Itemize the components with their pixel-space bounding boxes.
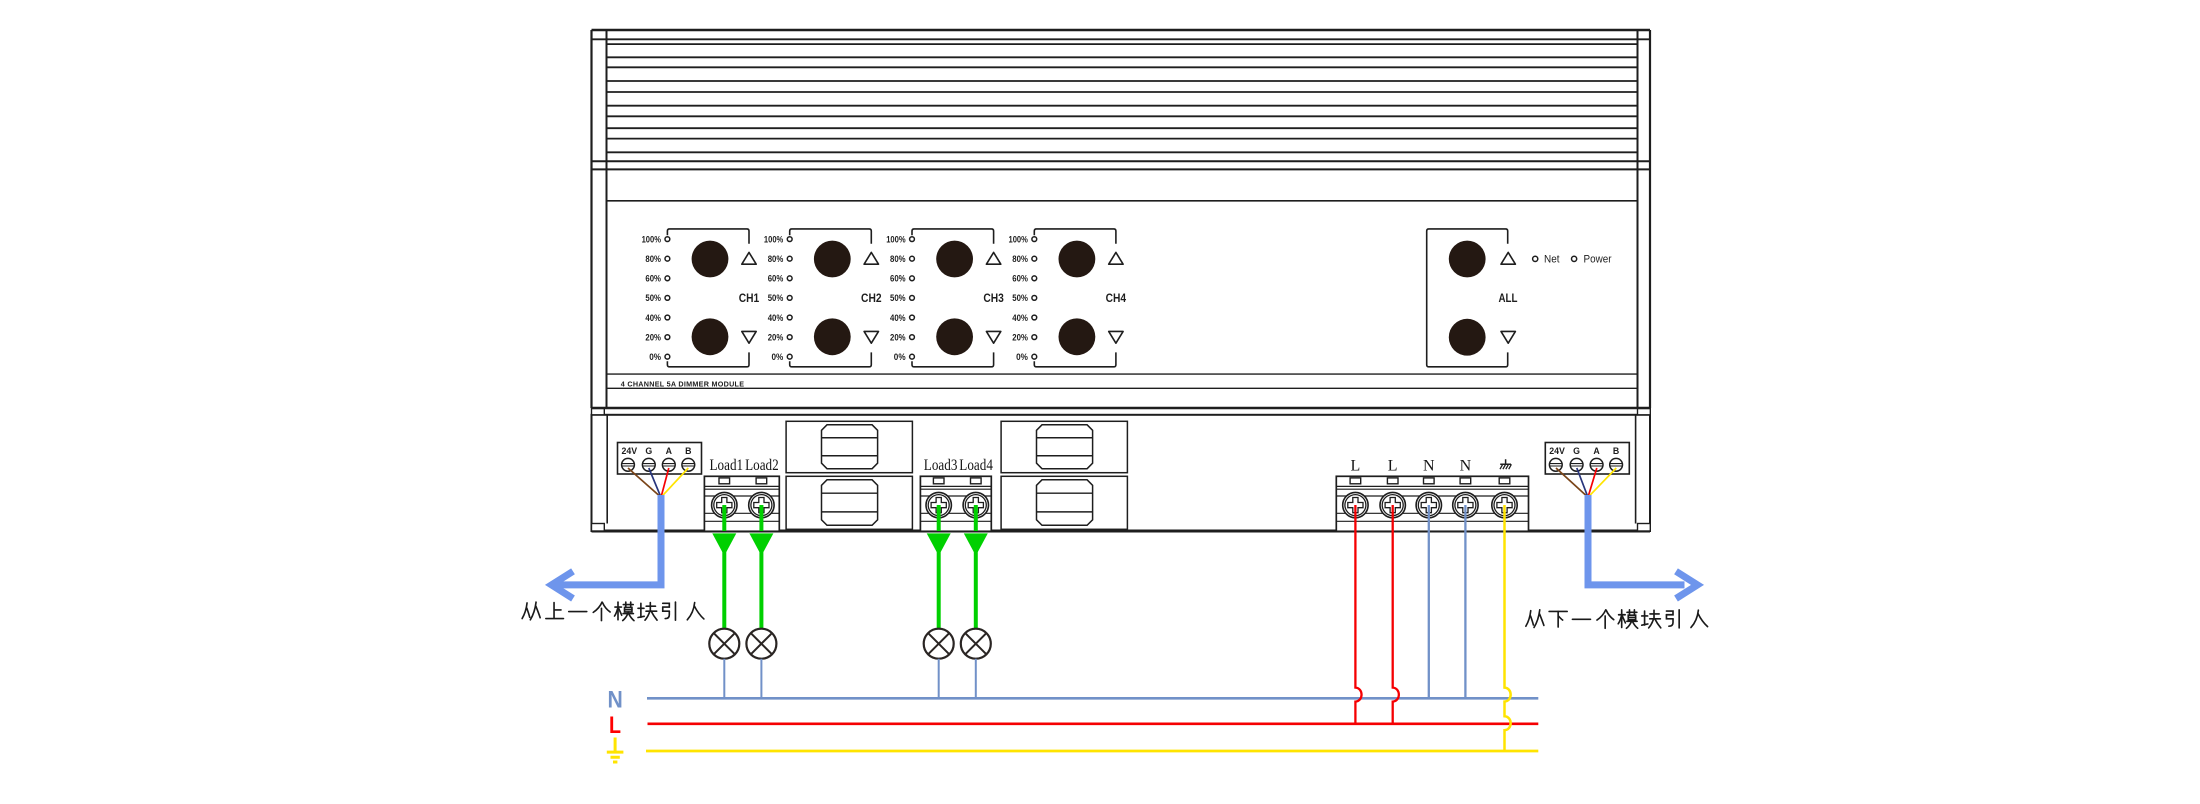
svg-text:40%: 40% [890, 313, 906, 323]
svg-text:Load2: Load2 [745, 457, 779, 474]
svg-text:N: N [1460, 457, 1472, 474]
svg-text:20%: 20% [890, 332, 906, 342]
svg-text:N: N [1423, 457, 1435, 474]
svg-text:G: G [645, 446, 652, 456]
svg-text:50%: 50% [768, 293, 784, 303]
svg-text:N: N [608, 686, 623, 713]
svg-text:CH3: CH3 [983, 291, 1004, 305]
svg-text:CH2: CH2 [861, 291, 882, 305]
svg-text:80%: 80% [1012, 254, 1028, 264]
svg-text:ALL: ALL [1499, 291, 1518, 305]
svg-text:80%: 80% [890, 254, 906, 264]
svg-text:G: G [1573, 446, 1580, 456]
svg-text:60%: 60% [645, 274, 661, 284]
svg-text:0%: 0% [1016, 352, 1028, 362]
svg-text:B: B [685, 446, 691, 456]
svg-text:40%: 40% [1012, 313, 1028, 323]
svg-text:Load3: Load3 [924, 457, 958, 474]
svg-text:24V: 24V [621, 446, 637, 456]
svg-text:40%: 40% [768, 313, 784, 323]
svg-text:A: A [1593, 446, 1600, 456]
svg-text:0%: 0% [894, 352, 906, 362]
svg-text:Power: Power [1584, 254, 1612, 266]
svg-text:20%: 20% [768, 332, 784, 342]
svg-text:0%: 0% [772, 352, 784, 362]
svg-text:24V: 24V [1549, 446, 1565, 456]
svg-text:50%: 50% [1012, 293, 1028, 303]
svg-text:Load1: Load1 [710, 457, 744, 474]
svg-text:100%: 100% [886, 234, 905, 244]
svg-text:40%: 40% [645, 313, 661, 323]
svg-text:Load4: Load4 [959, 457, 993, 474]
svg-text:100%: 100% [1009, 234, 1028, 244]
svg-text:60%: 60% [890, 274, 906, 284]
svg-text:L: L [1388, 457, 1398, 474]
svg-text:4 CHANNEL 5A DIMMER MODULE: 4 CHANNEL 5A DIMMER MODULE [621, 380, 744, 389]
svg-text:50%: 50% [645, 293, 661, 303]
svg-text:B: B [1613, 446, 1619, 456]
svg-text:L: L [1351, 457, 1361, 474]
svg-text:100%: 100% [764, 234, 783, 244]
svg-text:20%: 20% [1012, 332, 1028, 342]
svg-text:L: L [609, 712, 621, 739]
svg-text:80%: 80% [645, 254, 661, 264]
svg-text:60%: 60% [1012, 274, 1028, 284]
svg-text:80%: 80% [768, 254, 784, 264]
svg-text:0%: 0% [649, 352, 661, 362]
svg-text:60%: 60% [768, 274, 784, 284]
svg-text:50%: 50% [890, 293, 906, 303]
svg-text:A: A [666, 446, 673, 456]
svg-text:20%: 20% [645, 332, 661, 342]
svg-text:100%: 100% [642, 234, 661, 244]
svg-text:Net: Net [1544, 254, 1560, 266]
svg-text:CH1: CH1 [739, 291, 760, 305]
svg-text:CH4: CH4 [1106, 291, 1127, 305]
